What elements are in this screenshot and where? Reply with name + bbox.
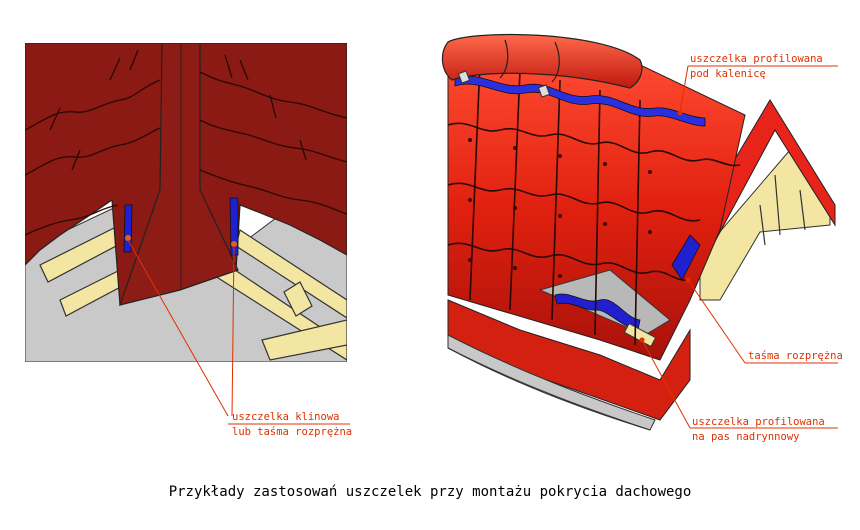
tile-rows bbox=[447, 61, 741, 346]
left-callout-line1: uszczelka klinowa bbox=[232, 411, 340, 423]
right-callout-leaders bbox=[641, 65, 838, 429]
eave-seal-label-line1: uszczelka profilowana bbox=[692, 416, 825, 428]
tile-field bbox=[447, 59, 746, 361]
callout-dot-ridge bbox=[677, 110, 683, 116]
ridge-seal-label-line1: uszczelka profilowana bbox=[690, 53, 823, 65]
right-roof-illustration bbox=[441, 33, 836, 431]
gable-seal-strip bbox=[671, 234, 701, 281]
wedge-seal-left bbox=[123, 204, 133, 253]
tape-label: taśma rozprężna bbox=[748, 350, 843, 362]
eave-seal-label-line2: na pas nadrynnowy bbox=[692, 431, 800, 443]
left-callout-leaders bbox=[127, 239, 350, 425]
figure-caption: Przykłady zastosowań uszczelek przy mont… bbox=[168, 484, 692, 500]
left-callout-line2: lub taśma rozprężna bbox=[232, 426, 353, 438]
ridge-tiles bbox=[441, 33, 643, 89]
wedge-seal-right bbox=[229, 197, 239, 256]
left-detail-illustration bbox=[25, 43, 347, 362]
callout-dot-eave bbox=[639, 337, 645, 343]
tile-screws bbox=[468, 138, 652, 278]
callout-dot-tape bbox=[685, 277, 691, 283]
ridge-clips bbox=[457, 70, 551, 98]
ridge-seal-label-line2: pod kalenicę bbox=[690, 68, 766, 80]
valley-gutter bbox=[119, 43, 239, 306]
eave-batten bbox=[623, 322, 657, 348]
tile-outlines bbox=[25, 49, 347, 236]
